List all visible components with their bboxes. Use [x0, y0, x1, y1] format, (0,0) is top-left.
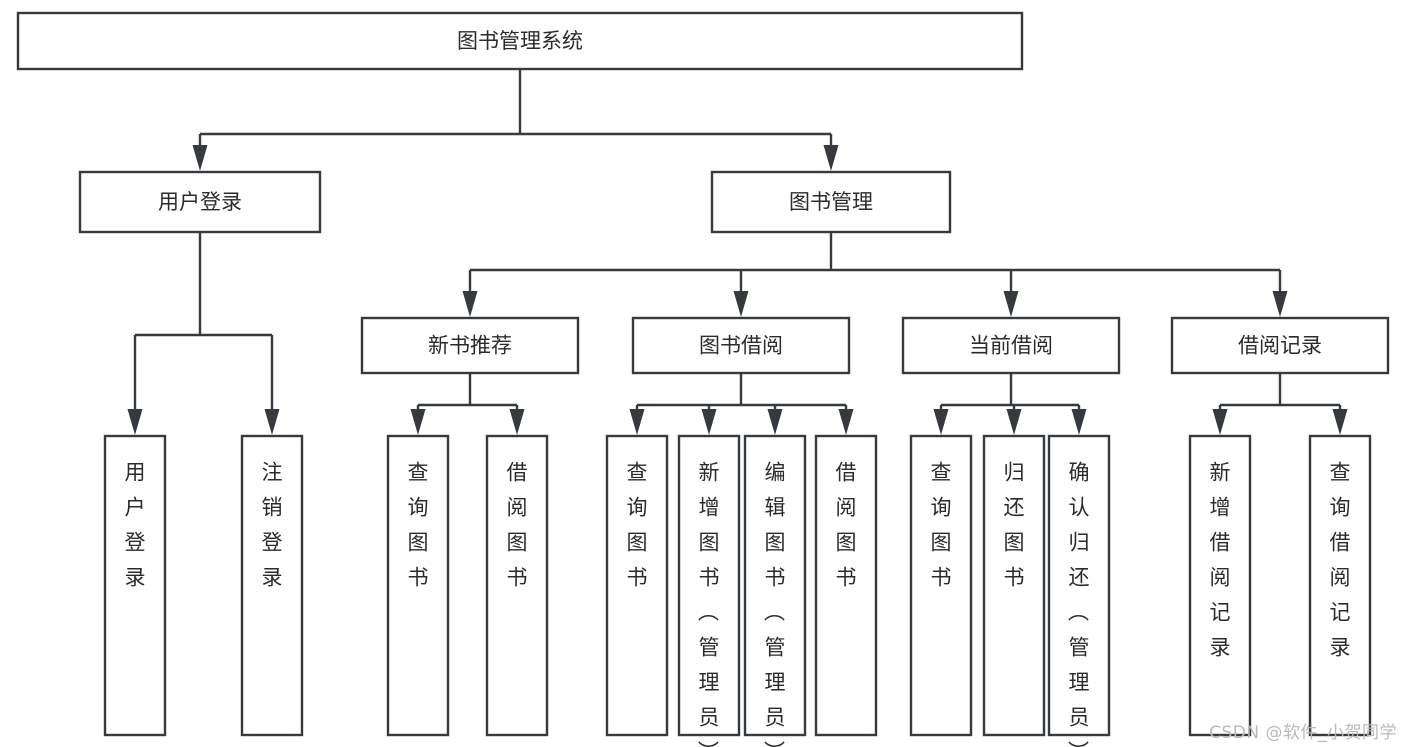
node-box: [240, 434, 304, 737]
node-box: [78, 170, 322, 234]
tree-node-leaf-add-book[interactable]: 新增图书（管理员）: [677, 434, 741, 747]
node-label: 用户登录: [158, 190, 242, 214]
edges-layer: [127, 69, 1348, 435]
arrow-head-icon: [192, 145, 208, 171]
node-label: 借阅记录: [1238, 334, 1322, 358]
node-box: [909, 434, 973, 737]
nodes-layer: 图书管理系统用户登录图书管理新书推荐图书借阅当前借阅借阅记录用户登录注销登录查询…: [16, 11, 1390, 747]
node-label: 编辑图书（管理员）: [764, 461, 786, 747]
node-box: [1188, 434, 1252, 737]
tree-node-leaf-return-book[interactable]: 归还图书: [982, 434, 1046, 737]
node-label: 新增借阅记录: [1210, 461, 1231, 660]
tree-node-leaf-add-record[interactable]: 新增借阅记录: [1188, 434, 1252, 737]
arrow-head-icon: [838, 409, 854, 435]
tree-node-user-login[interactable]: 用户登录: [78, 170, 322, 234]
node-label: 确认归还（管理员）: [1068, 461, 1090, 747]
arrow-head-icon: [127, 409, 143, 435]
tree-node-leaf-logout[interactable]: 注销登录: [240, 434, 304, 737]
node-label: 新增图书（管理员）: [698, 461, 720, 747]
tree-node-new-book-rec[interactable]: 新书推荐: [360, 316, 580, 375]
node-label: 借阅图书: [507, 461, 528, 590]
node-box: [1308, 434, 1372, 737]
node-box: [743, 434, 807, 737]
node-box: [16, 11, 1024, 71]
tree-node-book-borrow[interactable]: 图书借阅: [631, 316, 851, 375]
tree-node-borrow-record[interactable]: 借阅记录: [1170, 316, 1390, 375]
tree-node-leaf-query-book-b[interactable]: 查询图书: [605, 434, 669, 737]
node-box: [360, 316, 580, 375]
node-box: [386, 434, 450, 737]
arrow-head-icon: [1003, 291, 1019, 317]
node-label: 查询借阅记录: [1330, 461, 1351, 660]
tree-node-leaf-query-book-a[interactable]: 查询图书: [386, 434, 450, 737]
node-box: [982, 434, 1046, 737]
arrow-head-icon: [410, 409, 426, 435]
tree-node-leaf-query-record[interactable]: 查询借阅记录: [1308, 434, 1372, 737]
tree-node-current-borrow[interactable]: 当前借阅: [901, 316, 1121, 375]
node-box: [677, 434, 741, 737]
node-box: [1047, 434, 1111, 737]
node-box: [631, 316, 851, 375]
arrow-head-icon: [264, 409, 280, 435]
node-box: [1170, 316, 1390, 375]
arrow-head-icon: [509, 409, 525, 435]
tree-node-leaf-borrow-book-b[interactable]: 借阅图书: [814, 434, 878, 737]
arrow-head-icon: [629, 409, 645, 435]
tree-node-leaf-edit-book[interactable]: 编辑图书（管理员）: [743, 434, 807, 747]
node-label: 新书推荐: [428, 334, 512, 358]
node-box: [103, 434, 167, 737]
node-label: 归还图书: [1004, 461, 1025, 590]
node-box: [485, 434, 549, 737]
tree-node-book-manage[interactable]: 图书管理: [710, 170, 952, 234]
arrow-head-icon: [733, 291, 749, 317]
node-label: 查询图书: [627, 461, 648, 590]
node-label: 查询图书: [931, 461, 952, 590]
node-box: [814, 434, 878, 737]
node-label: 图书管理: [789, 190, 873, 214]
tree-node-root[interactable]: 图书管理系统: [16, 11, 1024, 71]
node-label: 图书管理系统: [457, 29, 583, 53]
node-label: 图书借阅: [699, 334, 783, 358]
arrow-head-icon: [462, 291, 478, 317]
arrow-head-icon: [1332, 409, 1348, 435]
arrow-head-icon: [701, 409, 717, 435]
node-label: 当前借阅: [969, 334, 1053, 358]
tree-node-leaf-query-book-c[interactable]: 查询图书: [909, 434, 973, 737]
node-box: [710, 170, 952, 234]
arrow-head-icon: [1071, 409, 1087, 435]
node-label: 用户登录: [125, 461, 146, 590]
tree-node-leaf-borrow-book-a[interactable]: 借阅图书: [485, 434, 549, 737]
node-label: 借阅图书: [836, 461, 857, 590]
node-label: 查询图书: [408, 461, 429, 590]
arrow-head-icon: [1212, 409, 1228, 435]
arrow-head-icon: [823, 145, 839, 171]
arrow-head-icon: [933, 409, 949, 435]
arrow-head-icon: [1272, 291, 1288, 317]
arrow-head-icon: [1006, 409, 1022, 435]
arrow-head-icon: [767, 409, 783, 435]
node-label: 注销登录: [262, 461, 283, 590]
node-box: [605, 434, 669, 737]
node-box: [901, 316, 1121, 375]
tree-node-leaf-user-login[interactable]: 用户登录: [103, 434, 167, 737]
tree-node-leaf-confirm-return[interactable]: 确认归还（管理员）: [1047, 434, 1111, 747]
